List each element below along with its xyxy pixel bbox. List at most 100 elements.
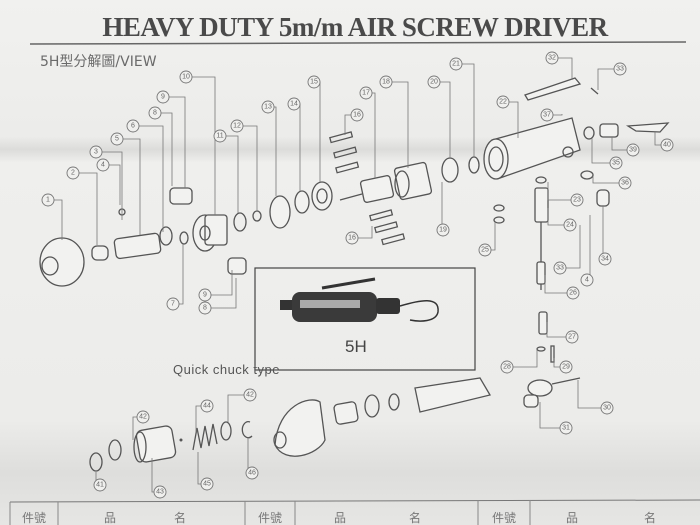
callout-29: 29 [553,358,573,374]
callout-number: 22 [499,99,507,106]
callout-circle [213,129,227,143]
callout-circle [179,70,193,84]
callout-number: 36 [621,180,629,187]
callout-leader [558,57,573,80]
part-cylinder-cap-inner [316,188,328,204]
callout-circle [553,261,567,275]
callout-number: 44 [203,403,211,410]
callout-number: 30 [603,405,611,412]
callout-leader [79,172,98,245]
callout-number: 19 [439,227,447,234]
callout-3: 3 [89,145,123,220]
callout-20: 20 [427,75,451,158]
part-valve-ring [535,176,547,184]
part-o-ring-b [493,216,505,224]
qc-bushing [333,401,359,425]
callout-circle [136,410,150,424]
callout-circle [96,158,110,172]
callout-circle [345,231,359,245]
part-air-inlet [599,123,619,138]
part-lever-pin [590,87,599,95]
parts-table: 件號 品 名 件號 品 名 件號 品 名 [9,499,700,525]
callout-circle [496,95,510,109]
callout-number: 7 [171,301,175,308]
callout-number: 17 [362,90,370,97]
callout-24: 24 [547,208,577,232]
callout-22: 22 [496,95,519,138]
callout-number: 37 [543,112,551,119]
callout-number: 6 [131,123,135,130]
part-rear-bearing [468,156,480,174]
callout-9: 9 [198,270,233,302]
callout-31: 31 [539,402,573,435]
callout-number: 46 [248,470,256,477]
callout-circle [559,360,573,374]
table-header-name-1: 品 [104,511,116,525]
callout-leader [139,125,164,232]
callout-circle [359,86,373,100]
callout-16: 16 [345,226,373,245]
part-reverse-knob [596,189,610,207]
callout-circle [660,138,674,152]
callout-number: 16 [353,112,361,119]
callout-circle [598,252,612,266]
part-small-o-ring [536,346,546,352]
table-header-part-no: 件號 [258,511,282,525]
callout-number: 8 [203,305,207,312]
part-throttle-lever [524,77,582,101]
callout-number: 21 [452,61,460,68]
callout-30: 30 [577,380,614,415]
callout-number: 2 [71,170,75,177]
callout-circle [618,176,632,190]
callout-circle [600,401,614,415]
part-rotor-shaft [339,193,363,201]
callout-27: 27 [546,322,579,344]
callout-leader [211,278,237,309]
part-ring [179,231,189,245]
callout-leader [211,270,233,296]
callout-number: 16 [348,235,356,242]
callout-number: 40 [663,142,671,149]
callout-32: 32 [545,51,573,80]
part-washer [159,226,173,246]
callout-number: 10 [182,74,190,81]
callout-number: 27 [568,334,576,341]
table-header-name-1: 品 [566,511,578,525]
callout-leader [169,96,186,188]
callout-leader [226,135,239,213]
callout-number: 20 [430,79,438,86]
callout-12: 12 [230,119,258,211]
callout-circle [156,90,170,104]
callout-circle [93,478,107,492]
callout-circle [563,218,577,232]
inset-tool-picture: 5H [254,267,476,371]
callout-number: 12 [233,123,241,130]
callout-26: 26 [544,275,580,300]
part-dowel [550,345,555,363]
callout-46: 46 [245,438,259,480]
part-o-ring [583,126,595,140]
callout-number: 35 [612,160,620,167]
callout-7: 7 [166,244,184,311]
callout-circle [613,62,627,76]
callout-number: 8 [153,110,157,117]
callout-circle [626,143,640,157]
callout-40: 40 [654,131,674,152]
qc-spring [192,423,218,451]
callout-9: 9 [156,90,186,188]
callout-14: 14 [287,97,301,191]
callout-16: 16 [344,108,364,135]
qc-washer [364,394,380,418]
part-air-fitting [523,377,581,408]
qc-ring [220,421,232,441]
callout-leader [274,106,277,196]
callout-leader [513,350,538,368]
callout-8: 8 [198,278,237,315]
callout-circle [245,466,259,480]
callout-19: 19 [436,182,450,237]
callout-circle [449,57,463,71]
callout-number: 24 [566,222,574,229]
callout-28: 28 [500,350,538,374]
